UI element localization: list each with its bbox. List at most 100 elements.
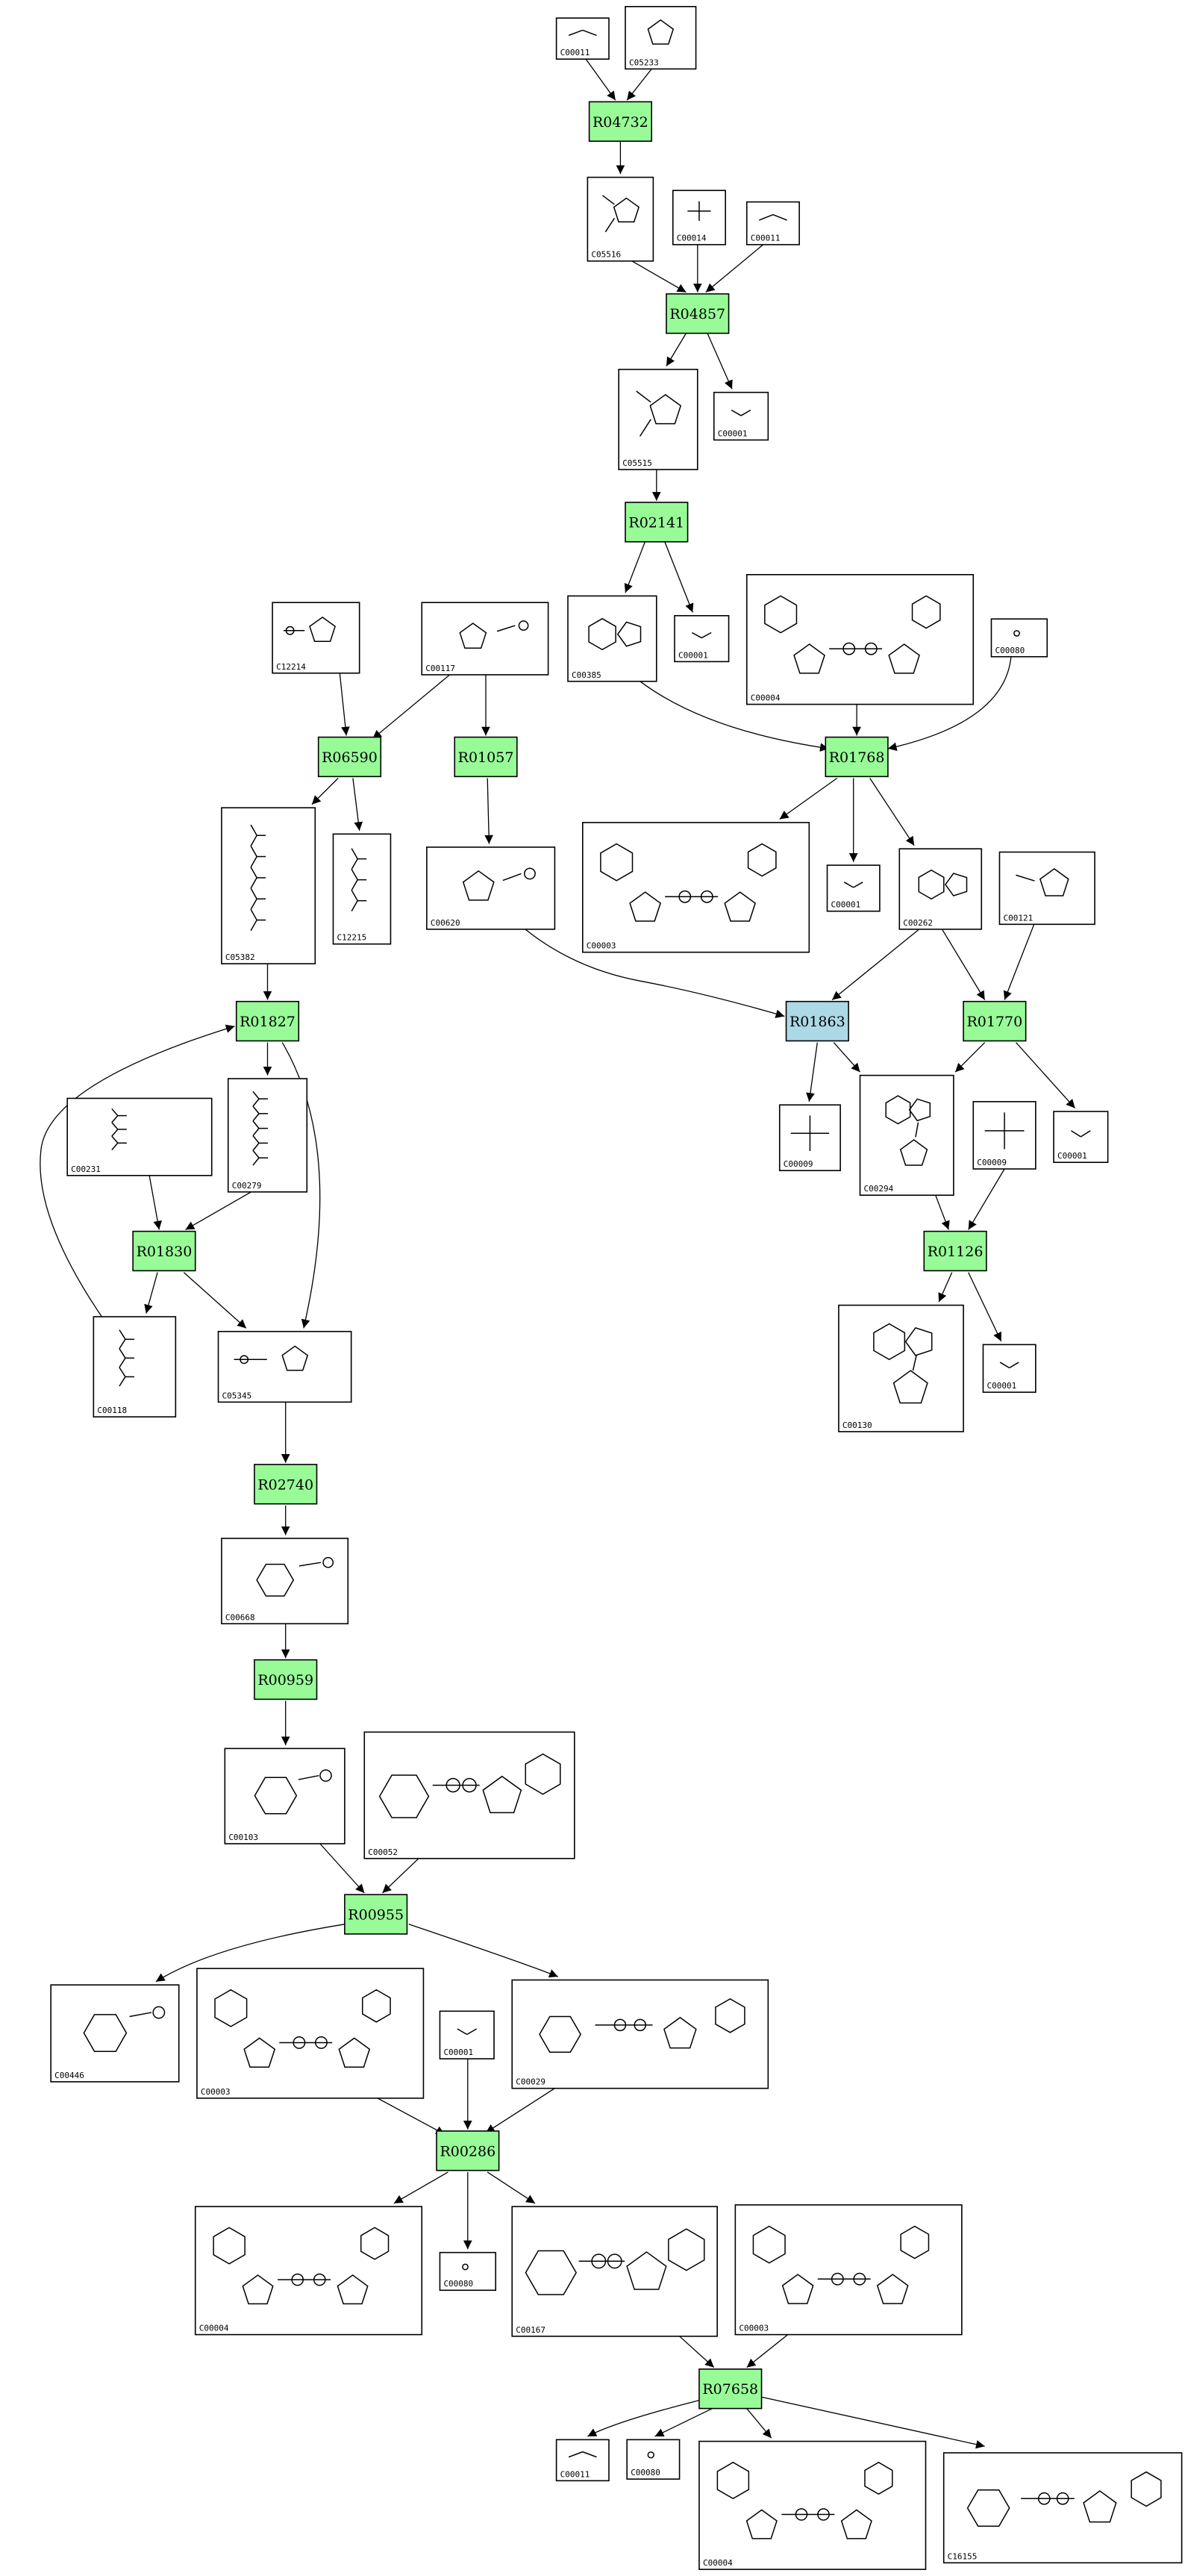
compound-label: C05345 [222,1391,252,1400]
compound-node[interactable]: C00009 [778,1104,841,1172]
compound-node[interactable]: C05233 [625,5,697,70]
compound-node[interactable]: C05382 [221,807,316,964]
reaction-box [825,736,889,778]
compound-node[interactable]: C00121 [998,851,1095,926]
compound-box [698,2440,927,2570]
reaction-node[interactable]: R01830 [132,1230,196,1272]
edge-R01830-to-C00118 [144,1272,158,1314]
compound-node[interactable]: C00080 [990,618,1048,658]
edge-C00011-to-R04857 [705,244,764,293]
reaction-box [132,1230,196,1272]
compound-node[interactable]: C00001 [1053,1111,1109,1164]
compound-node[interactable]: C00003 [734,2204,963,2336]
compound-node[interactable]: C00014 [672,190,726,246]
compound-node[interactable]: C00262 [898,848,983,930]
compound-node[interactable]: C00446 [50,1984,180,2083]
compound-node[interactable]: C05515 [618,369,698,470]
reaction-node[interactable]: R01770 [963,1000,1027,1042]
compound-box [713,391,769,441]
compound-node[interactable]: C00117 [421,602,549,676]
compound-node[interactable]: C00130 [838,1304,964,1432]
compound-label: C00080 [443,2279,473,2289]
reaction-node[interactable]: R04857 [666,293,730,334]
compound-node[interactable]: C00385 [567,595,657,682]
reaction-label: R02141 [628,514,684,531]
reaction-box [698,2368,763,2410]
reaction-node[interactable]: R01768 [825,736,889,778]
reaction-node[interactable]: R00959 [254,1659,318,1700]
structure-icon [758,213,787,221]
compound-node[interactable]: C00103 [224,1747,346,1844]
compound-node[interactable]: C00001 [713,391,769,441]
compound-node[interactable]: C05345 [217,1330,352,1403]
structure-icon [462,867,536,901]
reaction-node[interactable]: R04732 [588,101,652,142]
compound-label: C00130 [842,1420,872,1430]
compound-node[interactable]: C16155 [942,2452,1183,2564]
edge-C00003-to-R07658 [746,2334,789,2368]
structure-icon [83,2006,166,2052]
compound-node[interactable]: C00003 [582,822,810,953]
compound-node[interactable]: C00011 [745,201,800,246]
structure-icon [716,2461,893,2539]
compound-node[interactable]: C00279 [227,1078,308,1193]
compound-node[interactable]: C12214 [272,602,360,674]
reaction-node[interactable]: R02141 [625,502,689,543]
compound-node[interactable]: C00167 [511,2206,718,2337]
structure-icon [568,29,597,37]
reaction-node[interactable]: R01863 [785,1000,849,1042]
reaction-node[interactable]: R00955 [344,1894,408,1935]
reaction-box [923,1230,987,1272]
compound-label: C00003 [201,2087,231,2097]
compound-node[interactable]: C00011 [555,17,610,60]
structure-icon [790,1115,830,1152]
edge-R04857-to-C00001 [707,333,733,390]
compound-label: C00001 [443,2048,473,2057]
compound-label: C12214 [276,662,306,672]
compound-node[interactable]: C00001 [674,614,730,663]
compound-node[interactable]: C00003 [196,1968,425,2099]
compound-node[interactable]: C00080 [439,2251,497,2292]
structure-icon [525,2228,705,2295]
structure-icon [691,631,712,639]
compound-node[interactable]: C00001 [439,2010,495,2059]
edge-C00231-to-R01830 [148,1175,162,1230]
structure-icon [256,1556,334,1597]
structure-icon [588,617,642,651]
reaction-box [785,1000,849,1042]
compound-node[interactable]: C00001 [826,864,881,912]
edge-R01770-to-C00001 [1016,1042,1076,1109]
compound-label: C00103 [228,1833,258,1842]
compound-label: C00004 [751,693,781,703]
reaction-box [454,736,518,778]
reaction-node[interactable]: R01126 [923,1230,987,1272]
compound-node[interactable]: C00004 [194,2206,423,2336]
reaction-node[interactable]: R02740 [254,1464,318,1505]
compound-label: C00001 [987,1381,1016,1391]
compound-node[interactable]: C12215 [332,833,392,945]
reaction-node[interactable]: R01057 [454,736,518,778]
compound-node[interactable]: C00118 [93,1316,177,1418]
compound-node[interactable]: C00029 [511,1979,769,2089]
reaction-node[interactable]: R00286 [436,2130,500,2171]
compound-node[interactable]: C00011 [555,2439,610,2482]
compound-node[interactable]: C00668 [221,1538,349,1625]
reaction-node[interactable]: R07658 [698,2368,763,2410]
edge-C00620-to-R01863 [525,929,785,1018]
compound-node[interactable]: C00009 [972,1101,1037,1170]
compound-label: C05516 [591,250,621,260]
compound-node[interactable]: C00231 [66,1097,213,1176]
edge-C12214-to-R06590 [339,673,350,736]
edge-R00286-to-C00004 [393,2171,448,2204]
compound-node[interactable]: C00004 [698,2440,927,2570]
compound-node[interactable]: C00052 [363,1731,575,1859]
compound-node[interactable]: C00080 [626,2439,681,2480]
compound-node[interactable]: C00004 [745,574,975,705]
reaction-node[interactable]: R06590 [317,736,382,778]
compound-node[interactable]: C05516 [587,176,654,262]
reaction-node[interactable]: R01827 [235,1000,300,1042]
compound-node[interactable]: C00001 [982,1344,1037,1393]
compound-node[interactable]: C00294 [859,1074,954,1196]
compound-node[interactable]: C00620 [426,846,556,930]
compound-box [567,595,657,682]
